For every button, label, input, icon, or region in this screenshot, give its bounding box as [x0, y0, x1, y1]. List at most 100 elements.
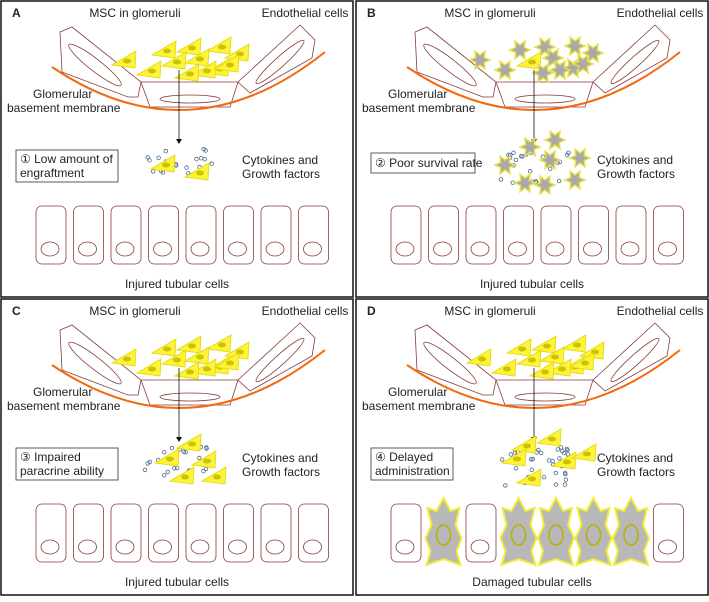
nucleus — [203, 458, 211, 464]
msc-cell — [510, 435, 537, 454]
basement-membrane — [406, 349, 681, 409]
msc-cell — [173, 361, 200, 380]
dying-msc-cell — [468, 49, 492, 71]
basement-membrane — [51, 349, 326, 409]
gbm-label-line2: basement membrane — [7, 399, 121, 413]
msc-cell — [135, 60, 162, 79]
msc-cell — [500, 448, 527, 467]
panel-letter: A — [12, 6, 21, 20]
nucleus — [162, 162, 170, 168]
endothelial-label: Endothelial cells — [262, 304, 349, 318]
glomerular-capillary — [59, 24, 316, 108]
msc-cell — [183, 346, 210, 365]
cytokines-label-line1: Cytokines and — [242, 451, 318, 465]
cytokine-particle — [547, 166, 553, 171]
msc-cell — [110, 348, 137, 367]
msc-cell — [490, 358, 517, 377]
nucleus — [470, 241, 490, 257]
msc-cell — [568, 352, 595, 371]
tubular-cell — [110, 205, 142, 265]
nucleus — [163, 48, 171, 54]
basement-membrane — [406, 51, 681, 111]
msc-label: MSC in glomeruli — [89, 304, 180, 318]
msc-cell — [173, 63, 200, 82]
cytokine-particle — [513, 157, 519, 163]
dying-msc-cell — [581, 42, 605, 64]
panel-border — [0, 0, 354, 298]
nucleus — [563, 459, 571, 465]
damaged-tubular-cell — [424, 495, 463, 567]
msc-cell — [205, 334, 232, 353]
tubular-cell — [465, 503, 497, 563]
cytokines-label-line1: Cytokines and — [597, 153, 673, 167]
tubular-cell — [298, 503, 329, 563]
endothelial-label: Endothelial cells — [617, 304, 704, 318]
nucleus — [508, 241, 527, 257]
dying-msc-cell — [493, 154, 517, 176]
dying-msc-cell — [548, 59, 572, 81]
endothelial-cell-left — [59, 324, 142, 396]
dying-msc-cell — [531, 62, 555, 84]
msc-cell — [110, 50, 137, 69]
cytokine-particle — [181, 449, 186, 454]
nucleus — [503, 366, 511, 372]
panel-letter: B — [367, 6, 376, 20]
msc-cell — [200, 466, 227, 485]
cytokine-particle — [184, 165, 189, 170]
nucleus — [513, 456, 521, 462]
nucleus — [173, 357, 181, 363]
cytokine-particle — [163, 148, 168, 154]
nucleus — [543, 343, 551, 349]
cytokine-particle — [142, 467, 148, 473]
msc-cell — [570, 443, 597, 462]
nucleus — [40, 241, 60, 257]
msc-cell — [150, 338, 177, 357]
msc-cell — [515, 51, 542, 70]
msc-cell — [183, 162, 210, 181]
msc-label: MSC in glomeruli — [444, 6, 535, 20]
nucleus — [153, 241, 172, 257]
nucleus — [395, 241, 415, 257]
cytokine-particle — [498, 177, 504, 182]
endothelial-cell-right — [592, 322, 671, 392]
issue-text-line2: paracrine ability — [20, 464, 104, 478]
nucleus — [523, 443, 531, 449]
cytokine-particle — [562, 470, 568, 476]
arrow-head — [176, 437, 182, 442]
arrow-head — [176, 139, 182, 144]
msc-cell — [213, 54, 240, 73]
nucleus — [196, 170, 204, 176]
msc-label: MSC in glomeruli — [444, 304, 535, 318]
nucleus — [173, 59, 181, 65]
tubular-cell-row — [35, 205, 329, 265]
cytokines-label-line2: Growth factors — [597, 465, 675, 479]
tubular-cell — [578, 205, 609, 265]
tubular-cell — [185, 205, 217, 265]
msc-cell — [530, 335, 557, 354]
dying-msc-cell — [513, 172, 537, 194]
nucleus — [213, 474, 221, 480]
tubular-cell — [653, 205, 684, 265]
nucleus — [581, 360, 589, 366]
tubular-cell — [428, 205, 459, 265]
nucleus — [186, 369, 194, 375]
nucleus — [435, 524, 452, 546]
dying-msc-cell — [518, 136, 542, 158]
nucleus — [203, 366, 211, 372]
msc-cell — [515, 468, 542, 487]
tubular-cell — [148, 503, 179, 563]
tubular-label: Damaged tubular cells — [472, 575, 591, 589]
nucleus — [265, 241, 285, 257]
cytokine-particle — [564, 152, 570, 158]
damaged-tubular-cell — [611, 495, 651, 567]
msc-cell — [175, 37, 202, 56]
tubular-label: Injured tubular cells — [125, 277, 229, 291]
msc-cell — [168, 466, 195, 485]
cytokine-particle — [518, 153, 524, 159]
nucleus — [153, 539, 172, 555]
gbm-label-line1: Glomerular — [33, 385, 92, 399]
tubular-cell — [615, 205, 647, 265]
cytokine-particle — [541, 474, 547, 480]
